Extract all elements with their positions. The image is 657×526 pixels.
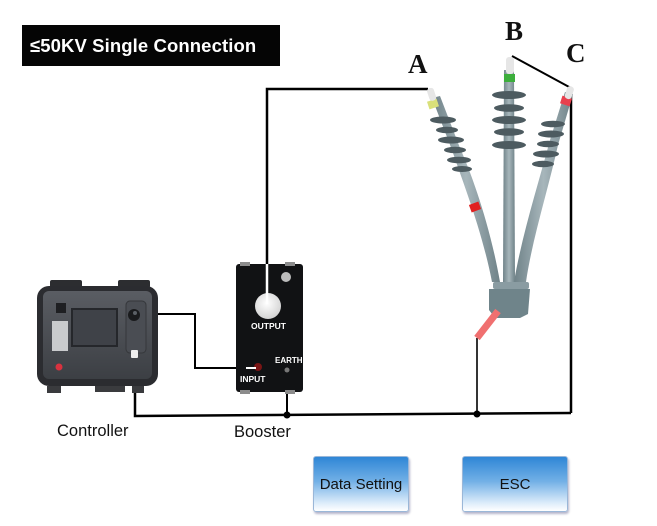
phase-c-label: C — [566, 38, 586, 68]
phase-b-label: B — [505, 16, 524, 46]
cable-termination — [427, 57, 574, 341]
phase-c-branch — [514, 92, 573, 282]
junction-dot-cable — [473, 410, 481, 418]
controller-device — [37, 280, 158, 393]
booster-output-terminal-icon — [255, 293, 281, 319]
controller-printer-panel — [52, 321, 68, 351]
cable-ground-lead — [474, 308, 501, 341]
cable-red-marker — [468, 201, 482, 213]
controller-ground-terminal-icon — [131, 350, 138, 358]
cable-breakout-boot — [489, 289, 530, 318]
controller-stop-button-icon — [55, 363, 63, 371]
phase-a-branch — [432, 96, 500, 282]
data-setting-button[interactable]: Data Setting — [313, 456, 409, 512]
controller-label: Controller — [57, 422, 129, 440]
controller-power-switch-icon — [56, 303, 66, 313]
booster-output-label: OUTPUT — [251, 321, 287, 331]
controller-output-socket-icon — [128, 309, 140, 321]
booster-input-label: INPUT — [240, 374, 266, 384]
output-wire — [265, 87, 428, 292]
esc-button[interactable]: ESC — [462, 456, 568, 512]
controller-screen — [71, 308, 118, 347]
ground-bus-wire — [133, 357, 572, 418]
booster-device: OUTPUT INPUT EARTH — [236, 262, 303, 394]
controller-to-booster-wire — [135, 313, 246, 369]
booster-aux-knob-icon — [281, 272, 291, 282]
diagram-title: ≤50KV Single Connection — [22, 25, 280, 66]
phase-b-branch — [503, 70, 515, 282]
jumper-b-c-wire — [511, 55, 572, 89]
junction-dot-booster — [283, 411, 291, 419]
booster-label: Booster — [234, 423, 291, 441]
phase-b-color-band — [504, 74, 515, 82]
phase-a-label: A — [408, 49, 428, 79]
phase-a-color-band — [427, 98, 439, 110]
booster-earth-terminal-icon — [284, 367, 290, 373]
booster-earth-label: EARTH — [275, 356, 303, 365]
